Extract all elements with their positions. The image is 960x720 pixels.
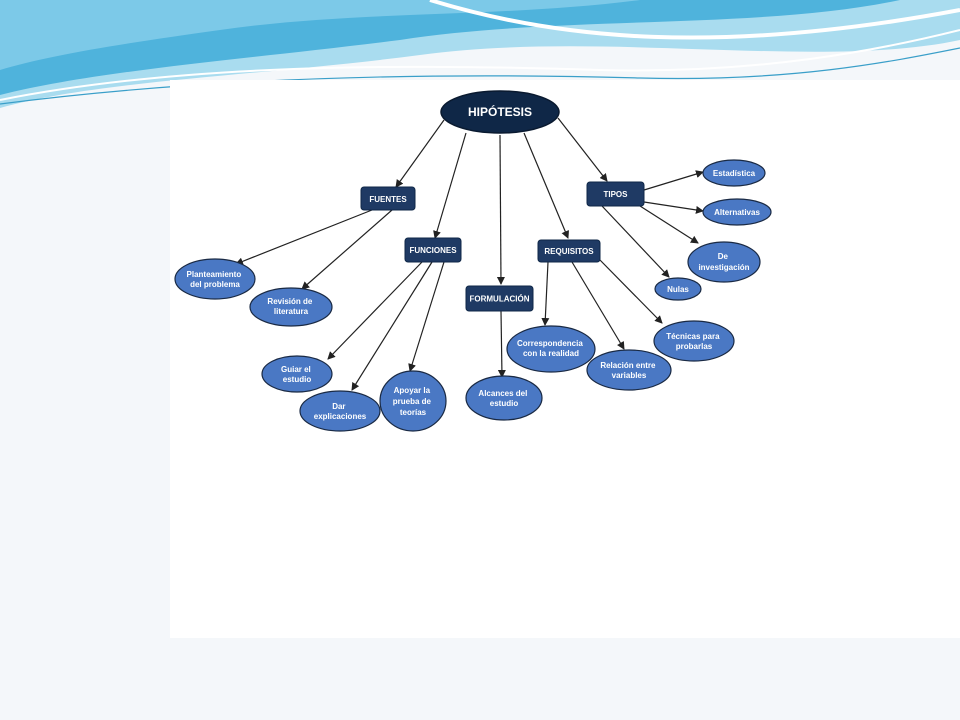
edge-fuentes-revision [301,209,393,290]
leaf-estadistica-line-1: Estadística [713,169,756,178]
category-funciones-label: FUNCIONES [409,246,457,255]
leaf-guiar: Guiar el estudio [261,355,333,393]
leaf-alternativas: Alternativas [702,198,772,226]
leaf-dar-line-2: explicaciones [314,412,367,421]
edge-fuentes-planteamiento [235,209,373,266]
svg-text:Revisión de literatura: Revisión de literatura [267,297,314,316]
edge-funciones-apoyar [408,261,445,372]
edges [235,117,704,391]
leaf-relacion-line-1: Relación entre [600,361,656,370]
edge-funciones-guiar [327,261,423,360]
edge-root-tipos [557,117,608,182]
leaf-apoyar-line-3: teorías [400,408,427,417]
category-requisitos-label: REQUISITOS [544,247,594,256]
edge-requisitos-correspondencia [541,261,550,326]
leaf-tecnicas-line-1: Técnicas para [666,332,720,341]
edge-root-fuentes [395,119,445,188]
leaf-estadistica: Estadística [702,159,766,187]
category-formulacion-label: FORMULACIÓN [470,295,530,304]
leaf-dar-line-1: Dar [332,402,345,411]
header-wave [0,0,960,108]
leaf-alcances-line-2: estudio [490,399,519,408]
svg-text:Apoyar la prueba de: Apoyar la prueba de teorías [393,386,433,417]
leaf-dar: Dar explicaciones [299,390,381,432]
edge-formulacion-alcances [497,310,506,378]
category-fuentes: FUENTES [360,186,416,211]
svg-text:De investigación: De investigación [698,252,749,272]
leaf-planteamiento-line-1: Planteamiento [187,270,242,279]
leaf-correspondencia: Correspondencia con la realidad [506,325,596,373]
category-tipos-label: TIPOS [603,190,628,199]
leaf-alcances: Alcances del estudio [465,375,543,421]
leaf-tecnicas-line-2: probarlas [676,342,713,351]
edge-tipos-estadistica [643,170,704,191]
leaf-nulas-line-1: Nulas [667,285,689,294]
category-formulacion: FORMULACIÓN [465,285,534,312]
leaf-revision-line-1: Revisión de [267,297,312,306]
edge-requisitos-tecnicas [597,257,663,324]
root-node: HIPÓTESIS [440,90,560,134]
category-funciones: FUNCIONES [404,237,462,263]
leaf-revision: Revisión de literatura [249,287,333,327]
edge-root-requisitos [523,132,569,239]
category-fuentes-label: FUENTES [369,195,407,204]
leaf-investigacion-line-2: investigación [698,263,749,272]
edge-funciones-dar [351,261,433,391]
edge-tipos-alternativas [643,201,704,214]
edge-tipos-nulas [601,205,670,278]
leaf-investigacion-line-1: De [718,252,729,261]
leaf-correspondencia-line-1: Correspondencia [517,339,583,348]
leaf-guiar-line-2: estudio [283,375,312,384]
leaf-alternativas-line-1: Alternativas [714,208,760,217]
leaf-planteamiento-line-2: del problema [190,280,240,289]
leaf-apoyar-line-1: Apoyar la [394,386,431,395]
leaf-tecnicas: Técnicas para probarlas [653,320,735,362]
leaf-revision-line-2: literatura [274,307,309,316]
root-label: HIPÓTESIS [468,104,532,119]
category-tipos: TIPOS [586,181,645,207]
svg-text:Guiar el estudio: Guiar el estudio [281,365,313,384]
svg-text:Alcances del estudio: Alcances del estudio [478,389,529,408]
leaf-apoyar-line-2: prueba de [393,397,432,406]
leaf-relacion: Relación entre variables [586,349,672,391]
svg-text:Relación entre variables: Relación entre variables [600,361,657,380]
category-requisitos: REQUISITOS [537,239,601,263]
leaf-nulas: Nulas [654,277,702,301]
leaf-relacion-line-2: variables [612,371,647,380]
edge-root-formulacion [496,134,505,285]
leaf-correspondencia-line-2: con la realidad [523,349,579,358]
leaf-apoyar: Apoyar la prueba de teorías [379,370,447,432]
leaf-planteamiento: Planteamiento del problema [174,258,256,300]
leaf-alcances-line-1: Alcances del [478,389,527,398]
leaf-guiar-line-1: Guiar el [281,365,311,374]
edge-requisitos-relacion [571,261,625,350]
svg-text:Técnicas para probarlas: Técnicas para probarlas [666,332,722,351]
edge-root-funciones [433,132,467,239]
edge-tipos-investigacion [639,205,699,244]
svg-text:Correspondencia con la r: Correspondencia con la realidad [517,339,585,358]
leaf-investigacion: De investigación [687,241,761,283]
svg-text:Dar explicaciones: Dar explicaciones [314,402,367,421]
svg-text:Planteamiento del proble: Planteamiento del problema [187,270,244,289]
